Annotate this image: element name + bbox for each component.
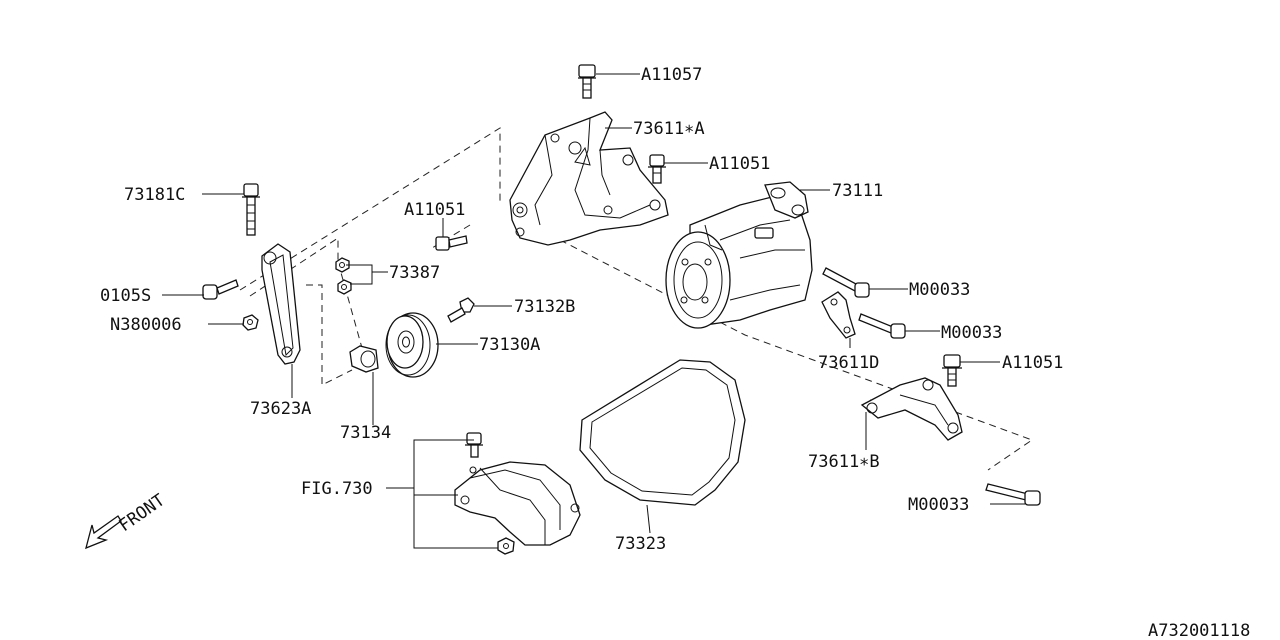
callout-n380006[interactable]: N380006 (110, 315, 182, 335)
bolt-a11051-left (435, 235, 468, 251)
bolt-0105s (202, 279, 239, 300)
leader-lines (162, 73, 1025, 549)
nut-n380006 (242, 314, 259, 331)
bolt-m00033-upper (822, 267, 870, 298)
bolt-73132b (447, 297, 475, 323)
bolt-m00033-lower (985, 483, 1041, 506)
callout-0105s[interactable]: 0105S (100, 286, 151, 306)
callout-73181c[interactable]: 73181C (124, 185, 185, 205)
idler-bracket-73134 (349, 345, 379, 373)
callout-73134[interactable]: 73134 (340, 423, 391, 443)
upper-bracket-73611a (509, 111, 669, 246)
bolt-73181c (242, 183, 260, 236)
front-label: FRONT (115, 490, 168, 536)
bracket-73611d (821, 291, 856, 339)
bolt-m00033-middle (858, 313, 906, 339)
callout-73130a[interactable]: 73130A (479, 335, 540, 355)
idler-pulley-73130a (385, 312, 439, 378)
callout-m00033-middle[interactable]: M00033 (941, 323, 1002, 343)
callout-73623a[interactable]: 73623A (250, 399, 311, 419)
callout-73111[interactable]: 73111 (832, 181, 883, 201)
tensioner-arm-73623a (261, 243, 301, 365)
front-arrow-icon (85, 515, 122, 550)
bolt-a11051-top (648, 154, 666, 184)
callout-a11051-top[interactable]: A11051 (709, 154, 770, 174)
callout-73611b[interactable]: 73611∗B (808, 452, 880, 472)
bolt-fig730 (465, 432, 483, 458)
diagram-id: A732001118 (1148, 621, 1250, 640)
nut-73387-a (335, 257, 350, 273)
callout-73387[interactable]: 73387 (389, 263, 440, 283)
nut-fig730 (497, 537, 515, 555)
callout-73132b[interactable]: 73132B (514, 297, 575, 317)
callout-73611a[interactable]: 73611∗A (633, 119, 705, 139)
nut-73387-b (337, 279, 352, 295)
callout-m00033-upper[interactable]: M00033 (909, 280, 970, 300)
bracket-73611b (860, 377, 963, 441)
callout-fig730[interactable]: FIG.730 (301, 479, 373, 499)
callout-m00033-lower[interactable]: M00033 (908, 495, 969, 515)
callout-a11051-right[interactable]: A11051 (1002, 353, 1063, 373)
ac-compressor-73111 (665, 181, 813, 329)
bolt-a11051-right (942, 354, 962, 387)
callout-73611d[interactable]: 73611D (818, 353, 879, 373)
callout-a11057[interactable]: A11057 (641, 65, 702, 85)
callout-a11051-left[interactable]: A11051 (404, 200, 465, 220)
belt-cover-fig730 (454, 461, 581, 546)
drive-belt-73323 (579, 359, 746, 506)
bolt-a11057 (578, 64, 596, 99)
callout-73323[interactable]: 73323 (615, 534, 666, 554)
